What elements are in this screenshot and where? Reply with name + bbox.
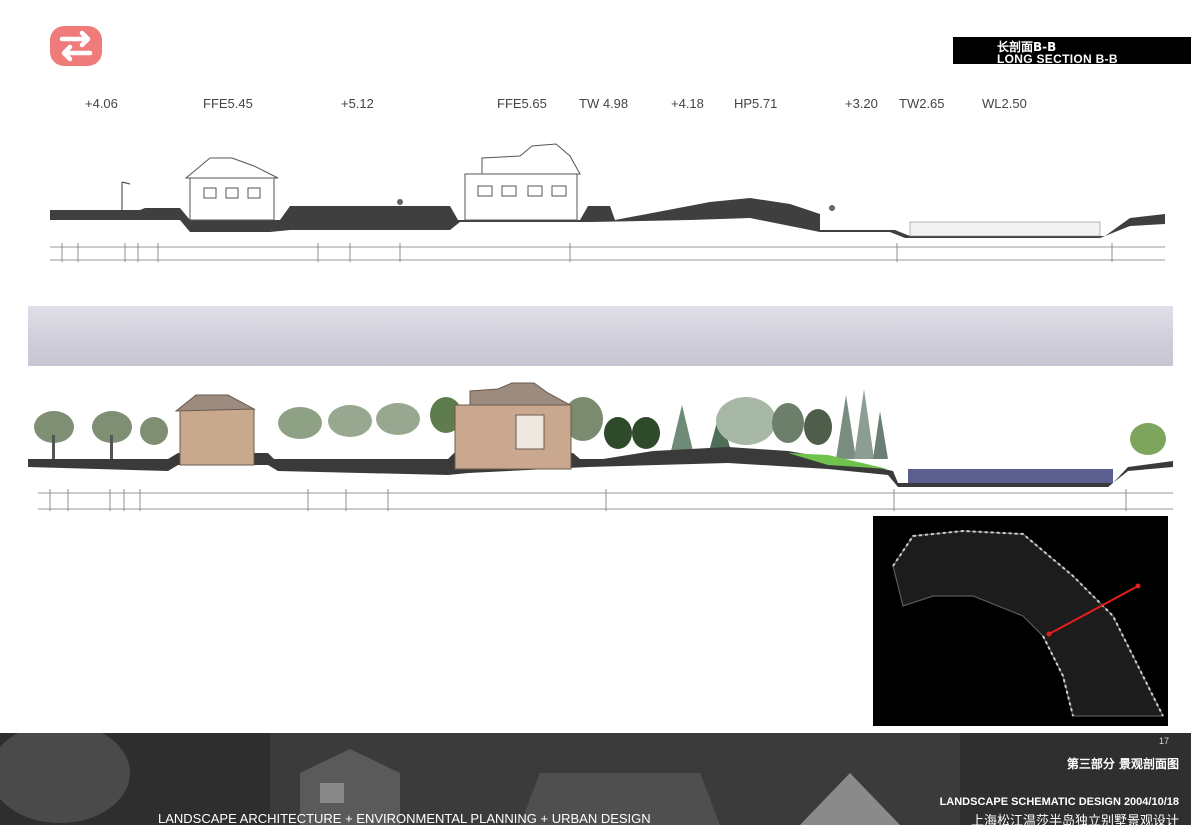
elevation-label: +4.06 (85, 96, 118, 111)
elevation-label: WL2.50 (982, 96, 1027, 111)
section-rendered-drawing (28, 382, 1173, 511)
elevation-label: FFE5.45 (203, 96, 253, 111)
elevation-label: +5.12 (341, 96, 374, 111)
elevation-label: TW 4.98 (579, 96, 629, 111)
logo-icon (50, 26, 102, 66)
section-title-cn: 长剖面B-B (997, 40, 1057, 54)
elevation-label: FFE5.65 (497, 96, 547, 111)
section-title-box: 长剖面B-B LONG SECTION B-B (953, 37, 1191, 64)
elevation-label: +4.18 (671, 96, 704, 111)
sky-gradient-band (28, 306, 1173, 366)
chapter-title: 第三部分 景观剖面图 (1066, 757, 1179, 771)
section-line-drawing (50, 143, 1165, 262)
page-number: 17 (1158, 736, 1169, 746)
footer-photo-background (0, 733, 1191, 825)
key-plan-map (873, 516, 1168, 726)
project-title-en: LANDSCAPE SCHEMATIC DESIGN 2004/10/18 (939, 796, 1179, 808)
section-title-en: LONG SECTION B-B (997, 52, 1118, 64)
footer: 17 第三部分 景观剖面图 LANDSCAPE ARCHITECTURE + E… (0, 733, 1191, 825)
elevation-label: HP5.71 (734, 96, 778, 111)
elevation-label: TW2.65 (899, 96, 945, 111)
project-title-cn: 上海松江温莎半岛独立别墅景观设计 (970, 814, 1179, 825)
firm-tagline: LANDSCAPE ARCHITECTURE + ENVIRONMENTAL P… (158, 811, 651, 825)
elevation-label: +3.20 (845, 96, 878, 111)
